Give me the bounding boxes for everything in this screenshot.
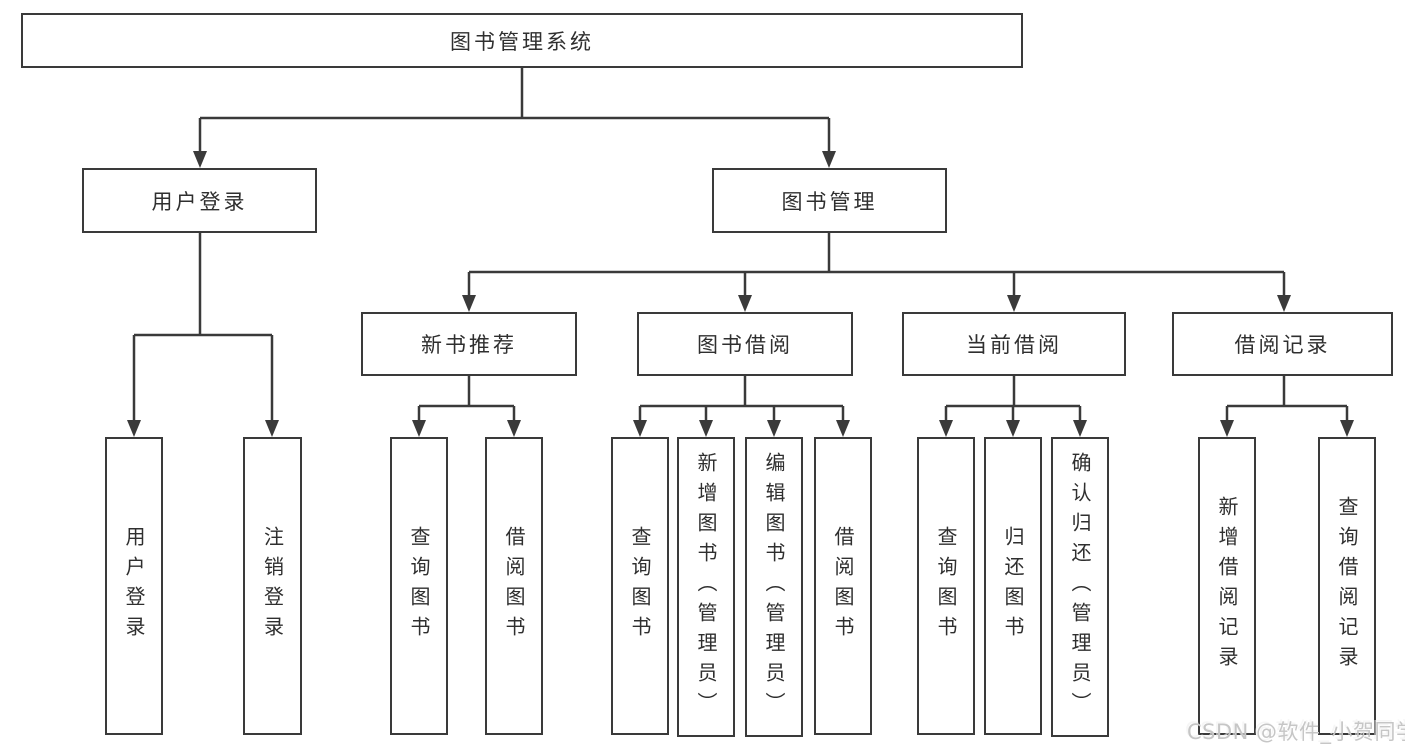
node-book-borrowing: 图书借阅 [637, 312, 853, 376]
node-borrow-books-recommend: 借阅图书 [485, 437, 543, 735]
node-query-books-borrowing-label: 查询图书 [628, 526, 652, 646]
node-query-books-borrowing: 查询图书 [611, 437, 669, 735]
node-confirm-return-admin: 确认归还（管理员） [1051, 437, 1109, 737]
node-query-borrow-record: 查询借阅记录 [1318, 437, 1376, 735]
node-book-borrowing-label: 图书借阅 [697, 333, 793, 357]
node-logout-action: 注销登录 [243, 437, 302, 735]
node-user-login-label: 用户登录 [151, 189, 248, 214]
node-query-books-recommend: 查询图书 [390, 437, 448, 735]
node-root: 图书管理系统 [21, 13, 1023, 68]
node-new-book-recommendation: 新书推荐 [361, 312, 577, 376]
node-borrow-books-borrowing-label: 借阅图书 [831, 526, 855, 646]
node-edit-books-admin-label: 编辑图书（管理员） [762, 452, 786, 722]
node-book-management-label: 图书管理 [781, 189, 878, 214]
node-logout-action-label: 注销登录 [260, 526, 285, 646]
node-add-borrow-record: 新增借阅记录 [1198, 437, 1256, 735]
node-add-books-admin: 新增图书（管理员） [677, 437, 735, 737]
arrowheads [127, 151, 1354, 437]
node-add-books-admin-label: 新增图书（管理员） [694, 452, 718, 722]
node-confirm-return-admin-label: 确认归还（管理员） [1068, 452, 1092, 722]
node-root-label: 图书管理系统 [450, 29, 594, 54]
connector-path [132, 68, 1349, 421]
node-user-login: 用户登录 [82, 168, 317, 233]
node-query-books-recommend-label: 查询图书 [407, 526, 431, 646]
watermark-text: CSDN @软件_小贺同学 [1187, 720, 1405, 744]
node-borrowing-records-label: 借阅记录 [1234, 333, 1331, 357]
node-user-login-action-label: 用户登录 [122, 526, 146, 646]
node-query-books-current: 查询图书 [917, 437, 975, 735]
node-borrowing-records: 借阅记录 [1172, 312, 1393, 376]
node-current-borrowing-label: 当前借阅 [966, 333, 1062, 357]
node-current-borrowing: 当前借阅 [902, 312, 1126, 376]
node-edit-books-admin: 编辑图书（管理员） [745, 437, 803, 737]
node-user-login-action: 用户登录 [105, 437, 163, 735]
node-query-borrow-record-label: 查询借阅记录 [1335, 496, 1359, 676]
node-add-borrow-record-label: 新增借阅记录 [1215, 496, 1239, 676]
node-borrow-books-recommend-label: 借阅图书 [502, 526, 526, 646]
node-query-books-current-label: 查询图书 [934, 526, 958, 646]
node-new-book-recommendation-label: 新书推荐 [421, 333, 517, 357]
node-return-books: 归还图书 [984, 437, 1042, 735]
node-book-management: 图书管理 [712, 168, 947, 233]
node-return-books-label: 归还图书 [1001, 526, 1025, 646]
node-borrow-books-borrowing: 借阅图书 [814, 437, 872, 735]
